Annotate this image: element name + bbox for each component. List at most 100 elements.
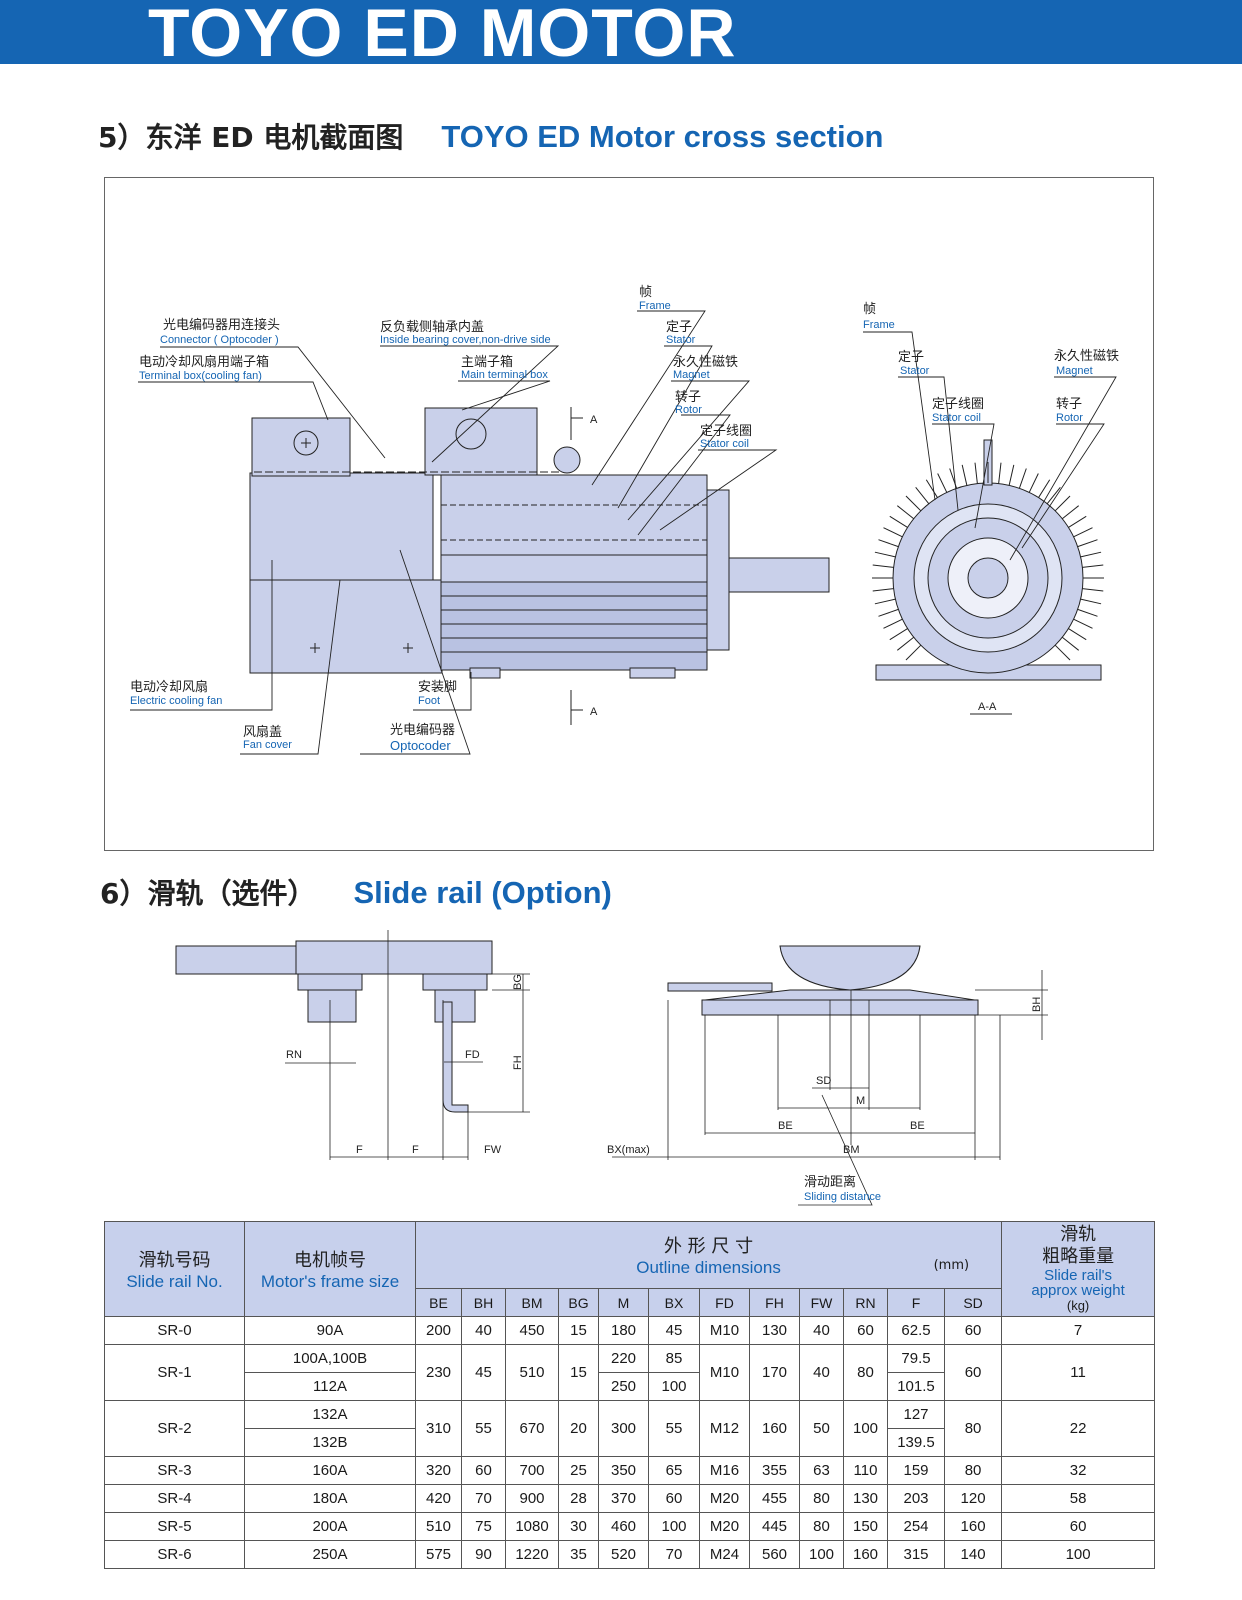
cooling-fin — [896, 505, 915, 520]
label-stator-cn: 定子 — [666, 320, 692, 335]
table-cell: 80 — [799, 1484, 844, 1513]
label-fan-cover-cn: 风扇盖 — [243, 724, 282, 740]
label-cooling-fan-cn: 电动冷却风扇 — [130, 679, 208, 695]
table-cell: 670 — [505, 1400, 559, 1457]
table-cell: 159 — [887, 1456, 945, 1485]
table-cell: 85 — [648, 1344, 700, 1373]
header-unit-mm: (mm) — [933, 1258, 970, 1273]
table-cell: 100 — [843, 1400, 888, 1457]
table-cell: 139.5 — [887, 1428, 945, 1457]
cooling-fin — [1068, 515, 1087, 528]
dim-bx-max: BX(max) — [607, 1144, 650, 1156]
label-optocoder-en: Optocoder — [390, 738, 451, 753]
dim-fd: FD — [465, 1049, 480, 1061]
table-cell: 80 — [943, 1400, 1003, 1457]
col-fd: FD — [699, 1288, 750, 1317]
foot-right — [629, 667, 676, 679]
drawing-shape — [422, 973, 488, 991]
section5-title-en: TOYO ED Motor cross section — [441, 119, 884, 154]
cooling-fin — [1077, 539, 1098, 548]
side-label-magnet-en: Magnet — [1056, 365, 1093, 377]
label-magnet-cn: 永久性磁铁 — [673, 355, 738, 370]
table-cell: SR-4 — [104, 1484, 245, 1513]
motor-fin-band — [440, 581, 708, 671]
table-cell: M20 — [699, 1512, 750, 1541]
col-m: M — [598, 1288, 649, 1317]
cooling-fin — [925, 479, 938, 498]
dim-f1: F — [356, 1144, 363, 1156]
drawing-shape — [779, 945, 921, 991]
col-be: BE — [415, 1288, 462, 1317]
table-cell: M12 — [699, 1400, 750, 1457]
table-cell: SR-5 — [104, 1512, 245, 1541]
dim-bg: BG — [512, 974, 524, 990]
table-cell: 132A — [244, 1400, 416, 1429]
table-cell: 28 — [558, 1484, 599, 1513]
table-cell: 1220 — [505, 1540, 559, 1569]
table-cell: 460 — [598, 1512, 649, 1541]
table-cell: 130 — [843, 1484, 888, 1513]
table-cell: 60 — [648, 1484, 700, 1513]
table-cell: 100 — [1001, 1540, 1156, 1569]
table-cell: 700 — [505, 1456, 559, 1485]
cooling-fin — [915, 486, 930, 505]
table-cell: 455 — [749, 1484, 800, 1513]
table-cell: 320 — [415, 1456, 462, 1485]
table-cell: 55 — [648, 1400, 700, 1457]
table-cell: 45 — [461, 1344, 506, 1401]
cooling-fin — [937, 473, 948, 493]
table-cell: 110 — [843, 1456, 888, 1485]
table-cell: 350 — [598, 1456, 649, 1485]
table-cell: SR-0 — [104, 1316, 245, 1345]
table-cell: M16 — [699, 1456, 750, 1485]
dim-be-right: BE — [910, 1120, 925, 1132]
table-cell: 7 — [1001, 1316, 1156, 1345]
cooling-fin — [883, 618, 903, 629]
cooling-fin — [1061, 505, 1080, 520]
label-bearing-cover-en: Inside bearing cover,non-drive side — [380, 334, 551, 346]
cooling-fin — [1077, 608, 1098, 617]
dim-sd: SD — [816, 1075, 831, 1087]
table-cell: 100A,100B — [244, 1344, 416, 1373]
cooling-fin — [874, 598, 896, 605]
table-cell: 40 — [799, 1316, 844, 1345]
terminal-box-left — [251, 417, 351, 477]
table-cell: 45 — [648, 1316, 700, 1345]
table-cell: 900 — [505, 1484, 559, 1513]
table-cell: 170 — [749, 1344, 800, 1401]
side-label-rotor-en: Rotor — [1056, 412, 1083, 424]
table-cell: 20 — [558, 1400, 599, 1457]
table-cell: M10 — [699, 1316, 750, 1345]
table-cell: 100 — [648, 1512, 700, 1541]
table-cell: 58 — [1001, 1484, 1156, 1513]
side-label-rotor-cn: 转子 — [1056, 397, 1082, 412]
dim-bm: BM — [843, 1144, 860, 1156]
table-cell: 160 — [843, 1540, 888, 1569]
table-cell: 450 — [505, 1316, 559, 1345]
slide-rail-drawing: BG RN FD FH F F FW BH SD M BE BE BX(max)… — [175, 930, 1048, 1206]
col-rn: RN — [843, 1288, 888, 1317]
section-mark-top: A — [590, 414, 598, 426]
drawing-shape — [667, 982, 773, 992]
col-fh: FH — [749, 1288, 800, 1317]
cooling-fin — [1038, 479, 1051, 498]
table-cell: 180 — [598, 1316, 649, 1345]
table-cell: 150 — [843, 1512, 888, 1541]
table-cell: 80 — [843, 1344, 888, 1401]
table-cell: 60 — [943, 1316, 1003, 1345]
lifting-eye — [553, 446, 581, 474]
drawing-shape — [297, 973, 363, 991]
section6-title-en: Slide rail (Option) — [353, 875, 612, 910]
dim-be-left: BE — [778, 1120, 793, 1132]
cooling-fin — [1073, 527, 1093, 538]
table-cell: 230 — [415, 1344, 462, 1401]
cooling-fin — [1018, 468, 1027, 489]
